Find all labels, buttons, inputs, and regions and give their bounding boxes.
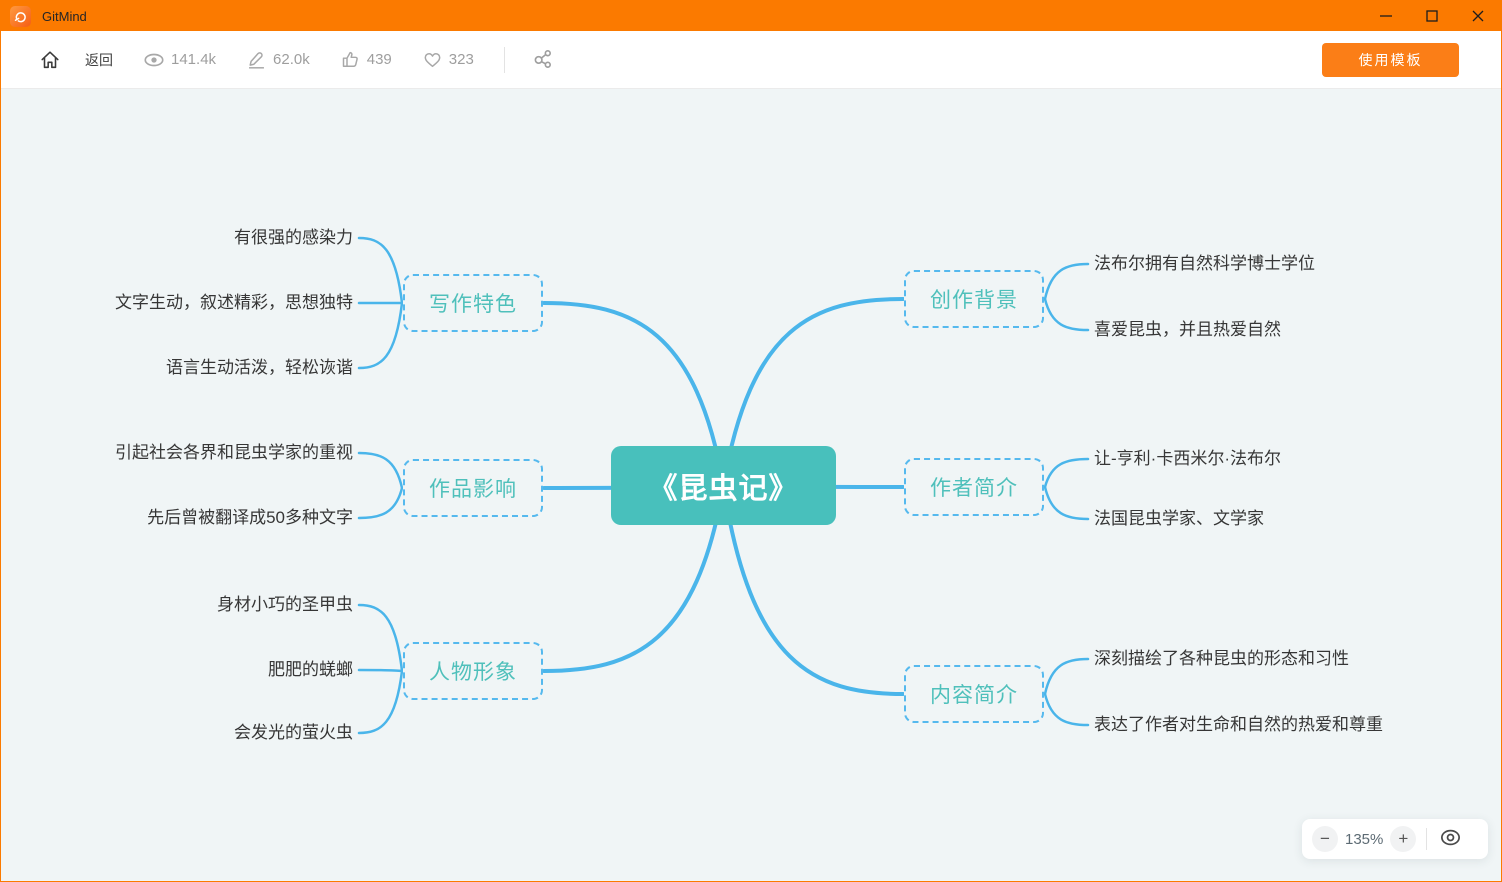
edge [357,603,404,673]
leaf-node[interactable]: 法国昆虫学家、文学家 [1094,509,1264,528]
edge [1043,262,1090,301]
zoom-in-button[interactable]: + [1390,826,1417,852]
edge [1043,692,1090,727]
gitmind-logo-icon [10,5,31,27]
leaf-node[interactable]: 先后曾被翻译成50多种文字 [147,508,353,527]
favorites-stat[interactable]: 323 [422,49,474,70]
edge [721,483,905,696]
branch-node-character-images[interactable]: 人物形象 [403,642,543,700]
edge [1043,485,1090,521]
zoom-divider [1426,828,1428,850]
pen-icon [246,49,267,70]
edge [1043,457,1090,489]
share-button[interactable] [531,47,554,73]
leaf-node[interactable]: 语言生动活泼，轻松诙谐 [166,358,353,377]
likes-count: 439 [366,51,392,68]
leaf-node[interactable]: 身材小巧的圣甲虫 [217,595,353,614]
leaf-node[interactable]: 有很强的感染力 [234,228,353,247]
branch-node-author-intro[interactable]: 作者简介 [904,458,1044,516]
app-title: GitMind [42,8,87,24]
leaf-node[interactable]: 让-亨利·卡西米尔·法布尔 [1094,449,1281,468]
back-button[interactable]: 返回 [61,50,113,70]
leaf-node[interactable]: 文字生动，叙述精彩，思想独特 [115,293,353,312]
branch-node-content-intro[interactable]: 内容简介 [904,665,1044,723]
branch-node-writing-features[interactable]: 写作特色 [403,274,543,332]
edge [1043,297,1090,332]
edge [542,483,726,673]
mindmap-canvas[interactable]: 《昆虫记》 创作背景 作者简介 内容简介 写作特色 作品影响 人物形象 法布尔拥… [1,89,1501,881]
zoom-out-button[interactable]: − [1312,826,1338,852]
views-count: 141.4k [171,51,217,68]
leaf-node[interactable]: 喜爱昆虫，并且热爱自然 [1094,320,1281,339]
root-node[interactable]: 《昆虫记》 [611,446,836,525]
eye-icon [143,49,165,71]
fit-view-eye-icon [1439,826,1462,852]
leaf-node[interactable]: 表达了作者对生命和自然的热爱和尊重 [1094,715,1383,734]
home-button[interactable] [39,49,61,71]
toolbar: 返回 141.4k 62.0k 439 323 [1,31,1501,89]
zoom-level: 135% [1345,830,1384,848]
edge [542,301,726,488]
leaf-node[interactable]: 法布尔拥有自然科学博士学位 [1094,254,1315,273]
use-template-button[interactable]: 使用模板 [1322,42,1459,77]
zoom-toolbar: − 135% + [1302,819,1488,859]
edge [357,451,404,490]
edits-stat: 62.0k [246,49,310,70]
views-stat: 141.4k [143,49,216,71]
edits-count: 62.0k [273,51,310,68]
minimize-button[interactable] [1363,1,1409,31]
back-label: 返回 [85,51,113,68]
likes-stat[interactable]: 439 [340,49,392,70]
titlebar: GitMind [1,1,1501,31]
heart-icon [422,49,443,70]
favorites-count: 323 [448,51,474,68]
close-button[interactable] [1455,1,1501,31]
share-icon [531,47,554,73]
leaf-node[interactable]: 深刻描绘了各种昆虫的形态和习性 [1094,649,1349,668]
leaf-node[interactable]: 肥肥的蜣螂 [268,660,353,679]
edge [1043,657,1090,696]
edge [357,236,404,305]
window-controls [1363,1,1501,31]
fit-view-button[interactable] [1439,826,1462,852]
thumbs-up-icon [340,49,361,70]
edge [357,668,404,673]
edge [357,301,404,370]
mindmap-edges [357,236,1090,735]
leaf-node[interactable]: 会发光的萤火虫 [234,723,353,742]
edge [357,486,404,520]
edge [357,669,404,735]
branch-node-work-influence[interactable]: 作品影响 [403,459,543,517]
edge [721,297,905,488]
toolbar-divider [503,46,505,73]
leaf-node[interactable]: 引起社会各界和昆虫学家的重视 [115,443,353,462]
maximize-button[interactable] [1409,1,1455,31]
branch-node-creation-background[interactable]: 创作背景 [904,270,1044,328]
